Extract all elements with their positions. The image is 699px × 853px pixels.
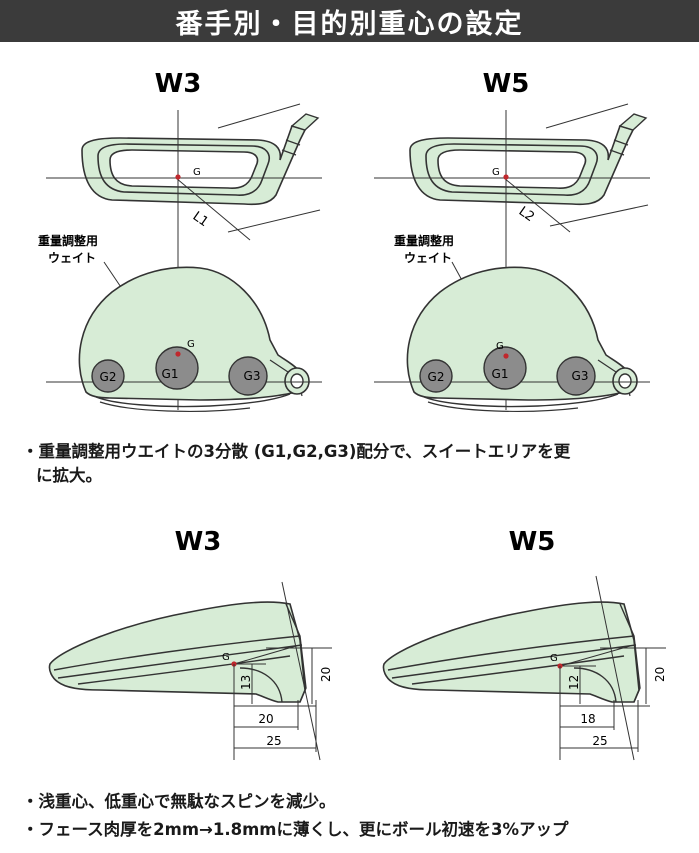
- page-title: 番手別・目的別重心の設定: [0, 0, 699, 42]
- bottom-right-g-label: G: [496, 341, 504, 352]
- weight-label-left-line1: 重量調整用: [38, 233, 98, 248]
- note-face-thickness: ・フェース肉厚を2mm→1.8mmに薄くし、更にボール初速を3%アップ: [22, 820, 569, 839]
- side-left-height-label: 13: [239, 675, 253, 690]
- top-right-label: W5: [483, 69, 530, 99]
- bottom-left-g-label: G: [187, 339, 195, 350]
- weight-label-right-line2: ウェイト: [404, 251, 452, 265]
- side-right-height-label: 12: [567, 675, 581, 690]
- weight-label-right-line1: 重量調整用: [394, 233, 454, 248]
- bottom-left-cg-dot: [175, 351, 181, 357]
- note-weight-distribution-line1: ・重量調整用ウエイトの3分散 (G1,G2,G3)配分で、スイートエリアを更: [22, 442, 571, 461]
- side-right-total-depth-label: 25: [592, 734, 607, 748]
- weight-g3-right: [556, 356, 596, 396]
- weight-g2-left-label: G2: [100, 370, 117, 384]
- weight-g1-right-label: G1: [492, 367, 509, 381]
- weight-g3-left-label: G3: [244, 369, 261, 383]
- note-weight-distribution: ・重量調整用ウエイトの3分散 (G1,G2,G3)配分で、スイートエリアを更 に…: [22, 440, 672, 488]
- top-right-cg-dot: [503, 174, 509, 180]
- cg-diagram: W3 L1 G 重量調整用 ウェイト G G2 G1 G3 W5 L2 G 重量…: [38, 69, 667, 761]
- weight-g2-right-label: G2: [428, 370, 445, 384]
- weight-g2-left: [91, 359, 125, 393]
- side-left-total-depth-label: 25: [266, 734, 281, 748]
- weight-g1-right: [483, 346, 527, 390]
- top-left-g-label: G: [193, 167, 201, 178]
- top-right-length-label: L2: [516, 204, 537, 225]
- weight-label-left-line2: ウェイト: [48, 251, 96, 265]
- side-left-face-height-label: 20: [319, 667, 333, 682]
- side-left-g-label: G: [222, 652, 230, 663]
- side-right-face-height-label: 20: [653, 667, 667, 682]
- note-spin-reduction: ・浅重心、低重心で無駄なスピンを減少。: [22, 792, 336, 811]
- weight-g1-left: [155, 346, 199, 390]
- top-left-cg-dot: [175, 174, 181, 180]
- note-weight-distribution-line2: に拡大。: [36, 466, 102, 485]
- side-right-g-label: G: [550, 653, 558, 664]
- bottom-right-cg-dot: [503, 353, 509, 359]
- weight-g3-left: [228, 356, 268, 396]
- top-left-length-label: L1: [190, 209, 211, 230]
- side-left-depth-label: 20: [258, 712, 273, 726]
- side-right-label: W5: [509, 527, 556, 557]
- weight-g3-right-label: G3: [572, 369, 589, 383]
- weight-g1-left-label: G1: [162, 367, 179, 381]
- side-right-depth-label: 18: [580, 712, 595, 726]
- top-left-label: W3: [155, 69, 202, 99]
- weight-g2-right: [419, 359, 453, 393]
- top-right-g-label: G: [492, 167, 500, 178]
- side-left-label: W3: [175, 527, 222, 557]
